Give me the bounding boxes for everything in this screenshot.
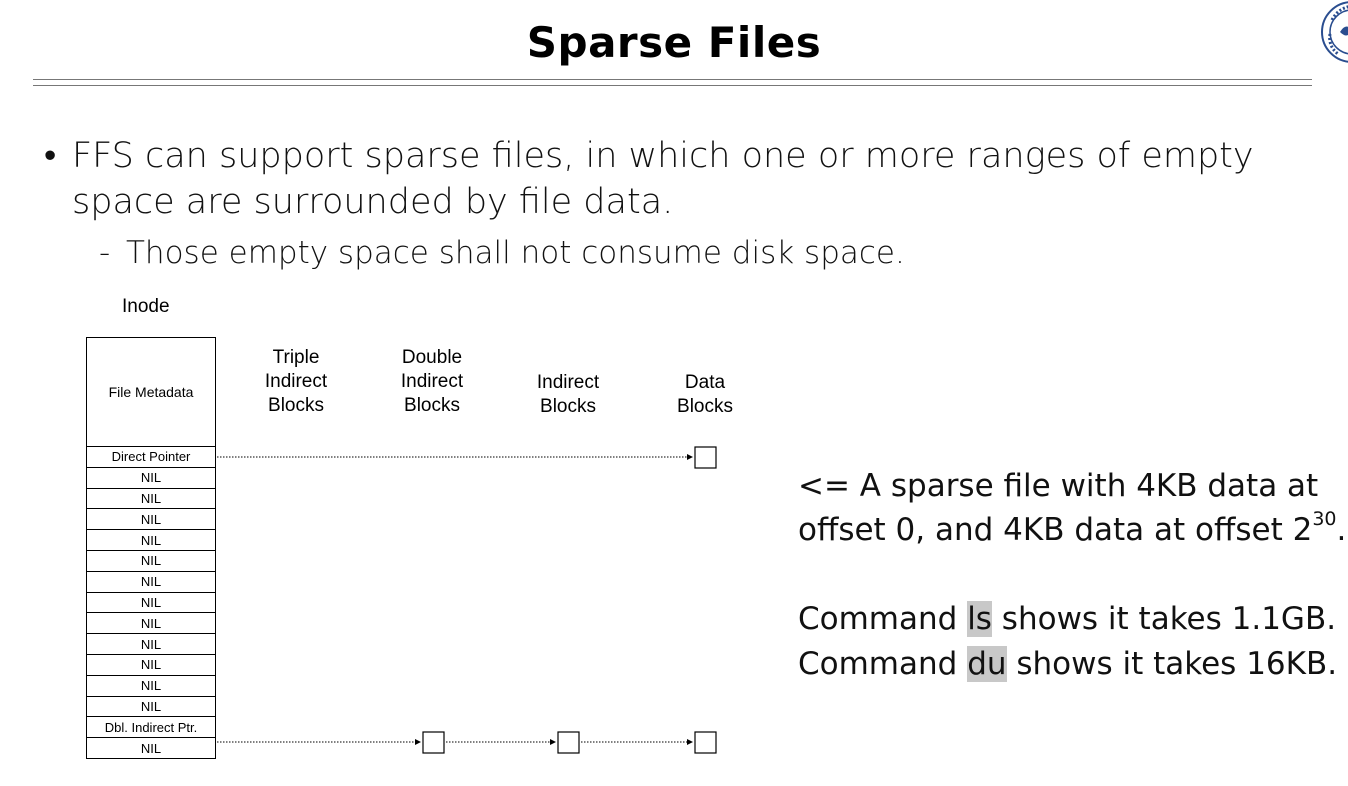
- inode-pointer-nil: NIL: [87, 509, 215, 531]
- inode-label: Inode: [122, 296, 170, 317]
- ls-command-highlight: ls: [967, 601, 992, 637]
- inode-pointer-nil: NIL: [87, 613, 215, 635]
- note-line-4: Command du shows it takes 16KB.: [798, 646, 1338, 682]
- inode-pointer-nil: NIL: [87, 551, 215, 572]
- data-block-1: [694, 446, 717, 469]
- inode-pointer-nil: NIL: [87, 468, 215, 489]
- inode-pointer-nil: NIL: [87, 572, 215, 593]
- sub-bullet-marker: -: [99, 235, 111, 271]
- note-line-2: offset 0, and 4KB data at offset 230.: [798, 508, 1347, 548]
- inode-pointer-double-indirect: Dbl. Indirect Ptr.: [87, 717, 215, 739]
- du-command-highlight: du: [967, 646, 1007, 682]
- title-rule-top: [33, 79, 1312, 80]
- inode-pointer-nil: NIL: [87, 489, 215, 510]
- inode-pointer-nil: NIL: [87, 655, 215, 676]
- data-block-2: [694, 731, 717, 754]
- title-rule-bottom: [33, 85, 1312, 86]
- university-seal-logo: [1321, 1, 1348, 63]
- inode-pointer-nil: NIL: [87, 530, 215, 551]
- double-indirect-block: [422, 731, 445, 754]
- sub-bullet-line-1: Those empty space shall not consume disk…: [126, 235, 905, 271]
- inode-pointer-nil: NIL: [87, 593, 215, 614]
- bullet-line-1: FFS can support sparse files, in which o…: [72, 136, 1254, 176]
- bullet-line-2: space are surrounded by file data.: [72, 182, 674, 222]
- file-metadata-cell: File Metadata: [87, 338, 215, 447]
- inode-pointer-direct: Direct Pointer: [87, 447, 215, 468]
- note-line-3: Command ls shows it takes 1.1GB.: [798, 601, 1337, 637]
- inode-pointer-nil: NIL: [87, 697, 215, 718]
- bullet-marker: •: [44, 136, 57, 176]
- slide-title: Sparse Files: [526, 18, 822, 67]
- inode-pointer-nil: NIL: [87, 634, 215, 655]
- inode-pointer-nil: NIL: [87, 738, 215, 759]
- inode-table: File Metadata Direct Pointer NIL NIL NIL…: [86, 337, 216, 759]
- note-line-1: <= A sparse file with 4KB data at: [798, 468, 1319, 504]
- indirect-block: [557, 731, 580, 754]
- inode-pointer-nil: NIL: [87, 676, 215, 697]
